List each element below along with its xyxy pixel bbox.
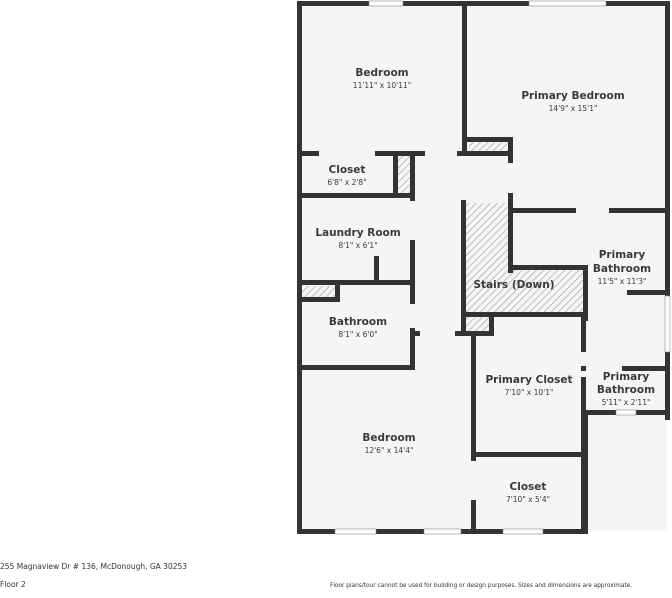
property-address: 255 Magnaview Dr # 136, McDonough, GA 30…	[0, 562, 188, 571]
room-laundry-room: Laundry Room 8'1" x 6'1"	[315, 227, 400, 250]
svg-text:Bedroom: Bedroom	[362, 432, 415, 444]
svg-text:6'8" x 2'8": 6'8" x 2'8"	[327, 178, 366, 187]
svg-text:7'10" x 5'4": 7'10" x 5'4"	[506, 495, 550, 504]
room-closet-2: Closet 7'10" x 5'4"	[506, 481, 550, 504]
svg-text:5'11" x 2'11": 5'11" x 2'11"	[602, 398, 651, 407]
svg-text:Bedroom: Bedroom	[355, 67, 408, 79]
svg-text:Closet: Closet	[510, 481, 547, 493]
svg-text:Bathroom: Bathroom	[329, 316, 387, 328]
duct-hatch-3	[302, 286, 335, 298]
window-closet2-bottom	[502, 528, 544, 535]
duct-hatch-2	[398, 155, 410, 193]
svg-text:8'1" x 6'1": 8'1" x 6'1"	[338, 241, 377, 250]
svg-text:Primary Closet: Primary Closet	[485, 374, 572, 386]
window-primary-bath-right	[664, 295, 671, 353]
svg-text:Primary: Primary	[599, 249, 646, 261]
room-bedroom-2: Bedroom 12'6" x 14'4"	[362, 432, 415, 455]
room-closet-1: Closet 6'8" x 2'8"	[327, 164, 366, 187]
svg-text:Closet: Closet	[329, 164, 366, 176]
svg-text:Bathroom: Bathroom	[593, 263, 651, 275]
svg-text:7'10" x 10'1": 7'10" x 10'1"	[505, 388, 554, 397]
room-primary-bathroom-1: Primary Bathroom 11'5" x 11'3"	[593, 249, 651, 286]
room-labels: Bedroom 11'11" x 10'11" Primary Bedroom …	[315, 67, 655, 504]
svg-text:Stairs (Down): Stairs (Down)	[473, 279, 554, 291]
room-primary-closet: Primary Closet 7'10" x 10'1"	[485, 374, 572, 397]
walls	[297, 1, 670, 534]
svg-text:Primary Bedroom: Primary Bedroom	[521, 90, 624, 102]
room-primary-bedroom: Primary Bedroom 14'9" x 15'1"	[521, 90, 624, 113]
room-primary-bathroom-2: Primary Bathroom 5'11" x 2'11"	[597, 371, 655, 407]
windows	[334, 0, 671, 535]
svg-text:11'11" x 10'11": 11'11" x 10'11"	[353, 81, 411, 90]
svg-text:12'6" x 14'4": 12'6" x 14'4"	[365, 446, 414, 455]
duct-hatch-4	[465, 316, 489, 331]
window-bedroom2-bottom-2	[423, 528, 462, 535]
room-bedroom-1: Bedroom 11'11" x 10'11"	[353, 67, 411, 90]
window-primary-bedroom-top	[528, 0, 607, 7]
window-bedroom2-bottom-1	[334, 528, 377, 535]
svg-text:Bathroom: Bathroom	[597, 384, 655, 396]
floor-label: Floor 2	[0, 580, 26, 589]
window-bedroom1-top	[368, 0, 404, 7]
stairs-hatch	[465, 203, 583, 312]
window-primary-bath2-bottom	[615, 409, 637, 416]
svg-text:11'5" x 11'3": 11'5" x 11'3"	[598, 277, 647, 286]
disclaimer: Floor plans/tour cannot be used for buil…	[330, 583, 633, 589]
svg-text:Laundry Room: Laundry Room	[315, 227, 400, 239]
room-stairs: Stairs (Down)	[473, 279, 554, 291]
svg-text:14'9" x 15'1": 14'9" x 15'1"	[549, 104, 598, 113]
room-bathroom: Bathroom 8'1" x 6'0"	[329, 316, 387, 339]
svg-text:8'1" x 6'0": 8'1" x 6'0"	[338, 330, 377, 339]
svg-text:Primary: Primary	[603, 371, 650, 383]
